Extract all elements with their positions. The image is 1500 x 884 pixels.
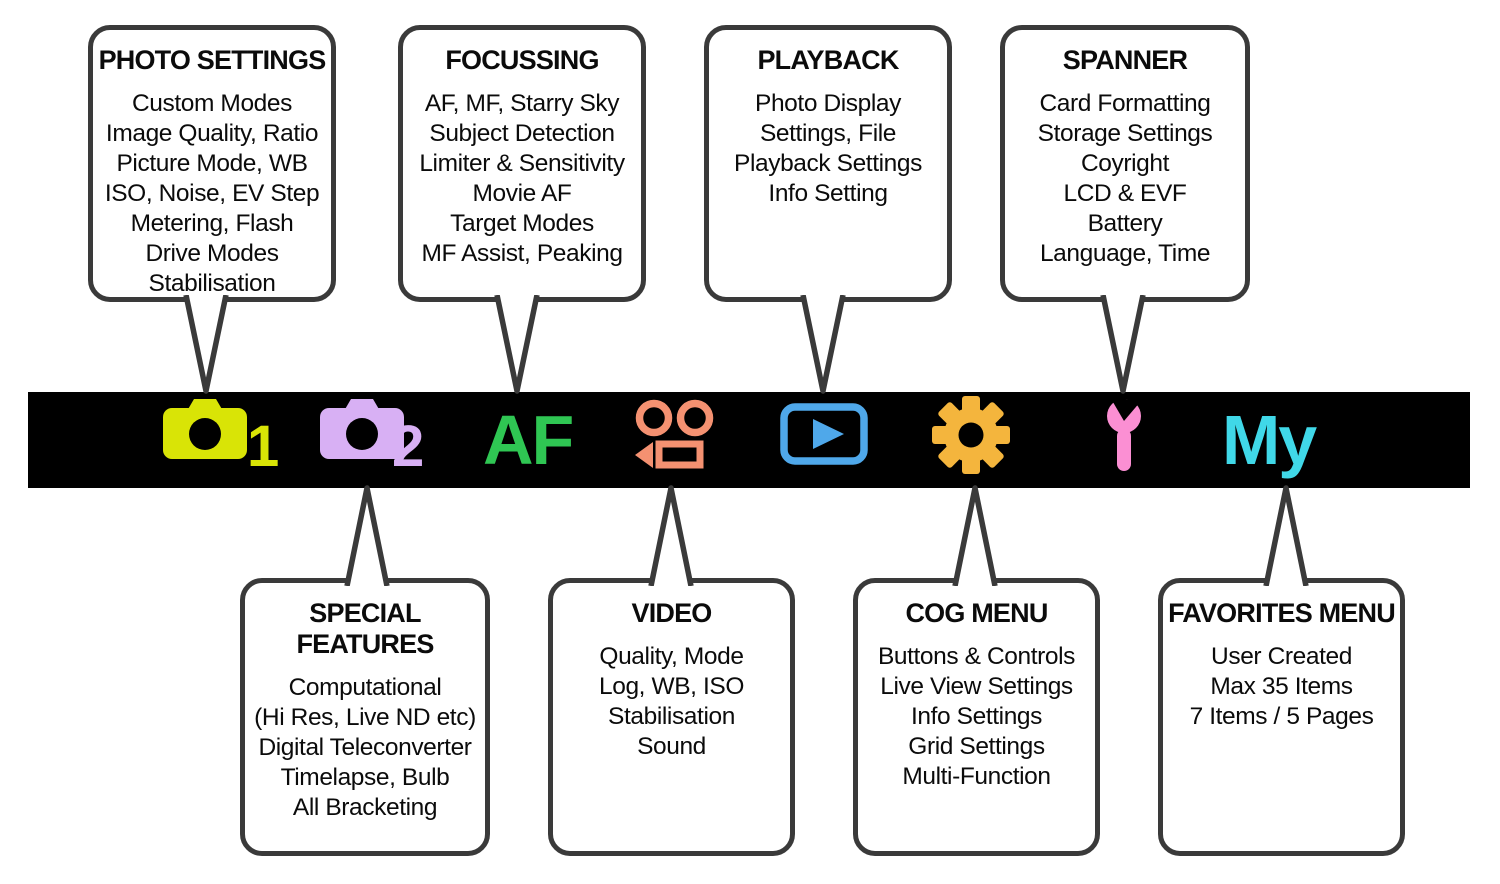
callout-special-features: SPECIAL FEATURES Computational (Hi Res, … [240,578,490,856]
menu-tab-autofocus[interactable]: AF [483,392,574,488]
menu-tab-photo2-number[interactable]: 2 [392,414,425,479]
playback-icon [780,403,868,465]
callout-lines: Buttons & Controls Live View Settings In… [877,643,1076,790]
callout-lines: Quality, Mode Log, WB, ISO Stabilisation… [599,643,744,760]
callout-title: COG MENU [905,598,1048,628]
callout-title: PLAYBACK [757,45,899,75]
camera-1-icon [163,399,247,459]
camera-menu-bar: 1 2 AF [28,392,1470,488]
callout-favorites-menu: FAVORITES MENU User Created Max 35 Items… [1158,578,1405,856]
menu-tab-photo1[interactable] [163,399,247,459]
spanner-icon [1107,397,1141,471]
callout-spanner: SPANNER Card Formatting Storage Settings… [1000,25,1250,302]
callout-tail [183,295,229,394]
callout-playback: PLAYBACK Photo Display Settings, File Pl… [704,25,952,302]
callout-tail [344,485,390,586]
callout-lines: User Created Max 35 Items 7 Items / 5 Pa… [1189,643,1374,730]
menu-tab-video[interactable] [633,398,719,470]
camera-2-icon [320,399,404,459]
callout-photo-settings: PHOTO SETTINGS Custom Modes Image Qualit… [88,25,336,302]
callout-tail [1100,295,1146,394]
af-text-icon: AF [483,401,574,479]
movie-camera-icon [635,399,714,469]
callout-title: SPANNER [1062,45,1188,75]
menu-tab-favorites[interactable]: My [1222,392,1317,488]
menu-tab-photo1-number[interactable]: 1 [247,414,280,479]
callout-lines: AF, MF, Starry Sky Subject Detection Lim… [419,90,625,267]
callout-focussing: FOCUSSING AF, MF, Starry Sky Subject Det… [398,25,646,302]
callout-lines: Computational (Hi Res, Live ND etc) Digi… [254,674,476,821]
callout-title: VIDEO [631,598,712,628]
callout-lines: Photo Display Settings, File Playback Se… [734,90,922,207]
menu-tab-spanner[interactable] [1099,397,1149,471]
callout-lines: Card Formatting Storage Settings Coyrigh… [1037,90,1213,267]
callout-title: FAVORITES MENU [1168,598,1396,628]
menu-tab-cog[interactable] [932,396,1010,474]
callout-tail [494,295,540,394]
callout-tail [648,485,694,586]
my-text-icon: My [1222,401,1317,479]
callout-title: FOCUSSING [445,45,599,75]
menu-tab-playback[interactable] [780,403,868,465]
menu-tab-photo2[interactable] [320,399,404,459]
callout-tail [1263,485,1309,586]
cog-icon [932,396,1010,474]
callout-lines: Custom Modes Image Quality, Ratio Pictur… [104,90,320,297]
callout-title: SPECIAL FEATURES [296,598,434,659]
callout-tail [952,485,998,586]
callout-tail [800,295,846,394]
callout-title: PHOTO SETTINGS [98,45,327,75]
callout-video: VIDEO Quality, Mode Log, WB, ISO Stabili… [548,578,795,856]
callout-cog-menu: COG MENU Buttons & Controls Live View Se… [853,578,1100,856]
